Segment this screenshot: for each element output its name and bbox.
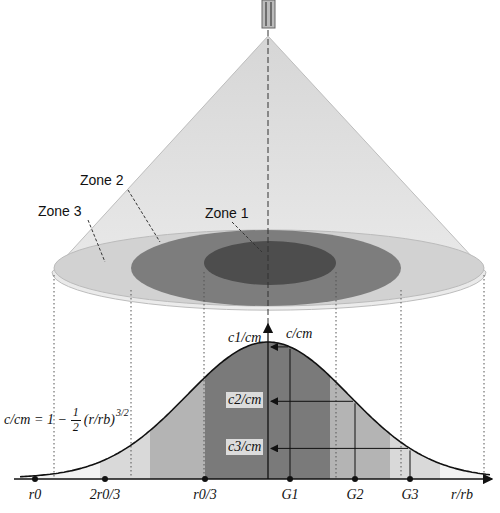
- concentration-curve: [20, 342, 490, 477]
- leader-line: [128, 190, 160, 242]
- axis-tick-label: r/rb: [451, 487, 473, 502]
- curve-bands: [20, 300, 490, 480]
- axis-tick-label: r0/3: [193, 487, 216, 502]
- equation-part: 3/2: [116, 407, 129, 418]
- level-label: c3/cm: [226, 439, 263, 454]
- projection-lines: [54, 272, 484, 478]
- level-arrows: [271, 347, 410, 476]
- equation-part: (r/rb): [84, 412, 115, 427]
- level-arrow: [271, 401, 355, 476]
- zone-2-ellipse: [131, 230, 401, 306]
- fraction-bar: [71, 420, 81, 421]
- zone-label: Zone 1: [205, 206, 249, 221]
- level-arrow: [271, 347, 290, 476]
- axis-label: c1/cm: [228, 330, 261, 345]
- axis-tick-label: G1: [281, 487, 298, 502]
- level-label: c2/cm: [226, 392, 263, 407]
- equation-part: 1: [73, 406, 79, 419]
- zone-3-ellipse: [54, 230, 484, 306]
- axis-tick-label: G2: [346, 487, 363, 502]
- spray-cone: [52, 36, 486, 310]
- r-axis: [14, 478, 492, 479]
- axis-dots: [32, 476, 413, 482]
- equation-part: c/cm = 1 −: [4, 412, 67, 427]
- level-arrow: [271, 448, 410, 476]
- equation-part: 2: [73, 421, 79, 434]
- c-axis: [267, 324, 268, 479]
- axis-tick-label: r0: [29, 487, 41, 502]
- axis-tick-label: 2r0/3: [90, 487, 120, 502]
- zone-label: Zone 3: [38, 204, 82, 219]
- leader-line: [232, 222, 262, 252]
- axis-label: c/cm: [286, 326, 312, 341]
- leader-line: [88, 220, 105, 262]
- zone-1-ellipse: [204, 241, 336, 285]
- axis-tick-label: G3: [401, 487, 418, 502]
- center-axis: [268, 30, 269, 330]
- zone-label: Zone 2: [80, 173, 124, 188]
- nozzle: [262, 0, 275, 28]
